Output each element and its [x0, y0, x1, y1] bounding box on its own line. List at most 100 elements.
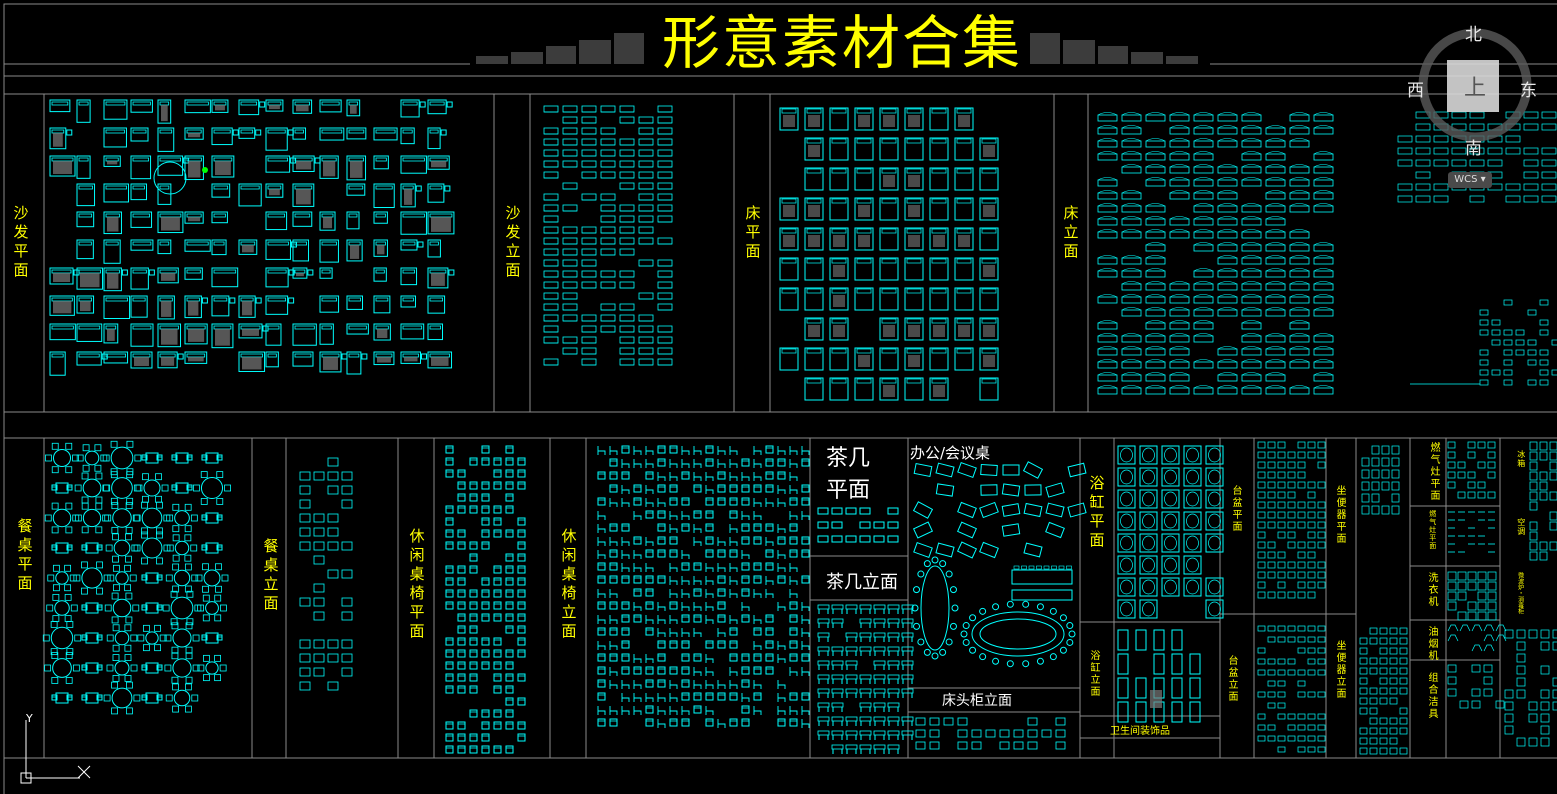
cad-block-symbol: [729, 484, 738, 493]
cad-block-symbol: [1317, 691, 1326, 698]
cad-block-symbol: [110, 440, 118, 448]
cad-block-symbol: [457, 469, 466, 478]
cad-block-symbol: [313, 471, 325, 481]
cad-block-symbol: [1487, 591, 1497, 601]
cad-block-symbol: [1241, 335, 1262, 343]
cad-block-symbol: [185, 622, 193, 630]
cad-block-symbol: [619, 336, 635, 344]
cad-block-symbol: [1433, 135, 1449, 143]
cad-block-symbol: [457, 649, 466, 658]
cad-block-symbol: [229, 297, 236, 304]
cad-block-symbol: [76, 183, 96, 207]
compass-north[interactable]: 北: [1465, 25, 1482, 45]
cad-block-symbol: [505, 445, 514, 454]
cad-block-symbol: [1529, 471, 1538, 481]
cad-block-symbol: [103, 183, 130, 203]
cad-block-symbol: [76, 454, 84, 462]
cad-block-symbol: [78, 269, 101, 274]
cad-block-symbol: [111, 707, 118, 715]
cad-block-symbol: [211, 211, 228, 224]
cad-block-symbol: [323, 357, 338, 370]
cad-block-symbol: [1145, 244, 1166, 252]
cad-block-symbol: [904, 107, 924, 131]
cad-block-symbol: [1265, 374, 1286, 382]
cad-block-symbol: [1121, 257, 1142, 265]
cad-block-symbol: [779, 257, 799, 281]
cad-block-symbol: [856, 228, 872, 234]
cad-block-symbol: [203, 674, 210, 682]
cad-block-symbol: [705, 472, 714, 481]
cad-block-symbol: [619, 347, 635, 355]
cad-block-symbol: [753, 498, 762, 507]
cad-block-symbol: [1361, 481, 1370, 491]
wcs-menu-button[interactable]: WCS ▾: [1448, 172, 1492, 188]
cad-block-symbol: [831, 646, 844, 652]
cad-block-symbol: [1539, 541, 1548, 551]
cad-block-symbol: [562, 259, 578, 267]
cad-block-symbol: [52, 508, 72, 528]
cad-block-symbol: [1523, 171, 1539, 179]
cad-block-symbol: [154, 644, 161, 652]
cad-block-symbol: [1121, 229, 1142, 233]
cad-block-symbol: [669, 549, 678, 558]
cad-block-symbol: [887, 730, 900, 736]
cad-block-symbol: [1399, 667, 1408, 675]
cad-block-symbol: [1169, 283, 1190, 291]
viewcube-top-face[interactable]: 上: [1464, 76, 1487, 101]
cad-block-symbol: [159, 269, 177, 274]
cad-block-symbol: [958, 325, 970, 337]
cad-block-symbol: [1139, 467, 1158, 487]
cad-block-symbol: [292, 127, 307, 140]
cad-block-symbol: [1257, 471, 1266, 479]
cad-block-symbol: [341, 653, 353, 663]
cad-block-symbol: [831, 688, 844, 694]
cad-block-symbol: [1241, 127, 1262, 135]
cad-block-symbol: [1142, 579, 1155, 595]
cad-block-symbol: [184, 351, 208, 364]
cad-block-symbol: [73, 574, 81, 582]
cad-block-symbol: [1297, 571, 1306, 579]
cad-block-symbol: [1208, 535, 1221, 551]
cad-block-symbol: [765, 614, 774, 623]
label-combo-sanitary: 组合洁具: [1426, 672, 1437, 720]
cad-block-symbol: [971, 611, 1065, 657]
cad-block-symbol: [493, 649, 502, 658]
cad-block-symbol: [609, 627, 618, 636]
cad-block-symbol: [1277, 713, 1286, 720]
cad-block-symbol: [1169, 333, 1190, 337]
cad-block-symbol: [103, 484, 111, 492]
cad-block-symbol: [157, 211, 184, 234]
cad-block-symbol: [854, 287, 874, 311]
cad-block-symbol: [1189, 701, 1201, 723]
cad-block-symbol: [881, 348, 897, 354]
cad-block-symbol: [645, 666, 654, 675]
cad-block-symbol: [831, 258, 847, 264]
cad-block-symbol: [597, 627, 606, 636]
cad-block-symbol: [789, 640, 798, 649]
cad-block-symbol: [141, 501, 148, 509]
cad-block-symbol: [429, 269, 447, 274]
compass-south[interactable]: 南: [1465, 139, 1482, 159]
viewcube-ring[interactable]: [1410, 20, 1540, 150]
cad-block-symbol: [66, 694, 73, 701]
cad-block-symbol: [1267, 541, 1276, 549]
cad-block-symbol: [156, 454, 163, 461]
cad-block-symbol: [1257, 491, 1266, 499]
cad-block-symbol: [1297, 591, 1306, 599]
cad-block-symbol: [856, 138, 872, 144]
cad-block-symbol: [1121, 268, 1142, 272]
cad-block-symbol: [1217, 270, 1238, 278]
cad-block-symbol: [741, 602, 750, 611]
cad-block-symbol: [693, 680, 702, 689]
cad-block-symbol: [341, 485, 353, 495]
compass-east[interactable]: 东: [1520, 81, 1537, 101]
cad-block-symbol: [1549, 521, 1557, 531]
cad-block-symbol: [1487, 471, 1496, 479]
cad-block-symbol: [493, 709, 502, 718]
cad-block-symbol: [130, 351, 153, 369]
cad-block-symbol: [402, 325, 423, 330]
compass-west[interactable]: 西: [1407, 81, 1424, 101]
cad-block-symbol: [597, 706, 606, 715]
cad-block-symbol: [173, 569, 191, 587]
